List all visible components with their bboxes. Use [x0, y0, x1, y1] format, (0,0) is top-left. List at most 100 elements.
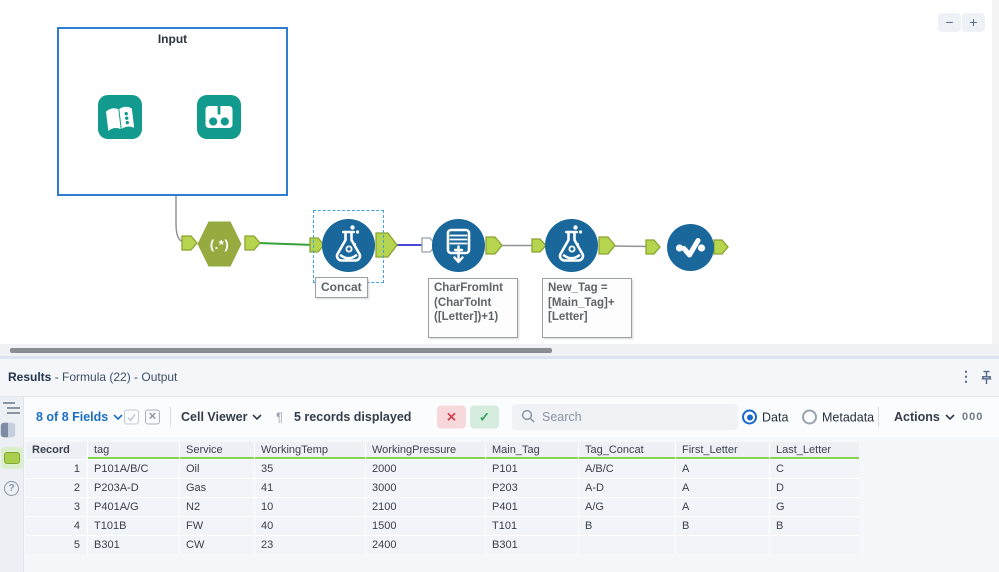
- anchor-multirow-out[interactable]: [485, 236, 503, 255]
- data-cell[interactable]: A: [676, 460, 769, 478]
- annotation-charfromint[interactable]: CharFromInt (CharToInt ([Letter])+1): [428, 278, 518, 338]
- panel-toggle-icon[interactable]: [0, 422, 16, 438]
- data-cell[interactable]: [579, 536, 675, 554]
- data-cell[interactable]: 35: [255, 460, 365, 478]
- column-header-tag_concat[interactable]: Tag_Concat: [579, 442, 675, 459]
- regex-tool[interactable]: (.*): [197, 221, 242, 267]
- help-icon[interactable]: ?: [4, 481, 19, 496]
- data-cell[interactable]: B: [676, 517, 769, 535]
- data-cell[interactable]: D: [770, 479, 859, 497]
- data-cell[interactable]: A: [676, 498, 769, 516]
- zoom-in-button[interactable]: +: [962, 13, 985, 32]
- search-box[interactable]: [512, 404, 738, 430]
- data-cell[interactable]: 1500: [366, 517, 485, 535]
- data-cell[interactable]: C: [770, 460, 859, 478]
- formula-tool-newtag[interactable]: [545, 219, 598, 277]
- record-number-cell[interactable]: 4: [26, 517, 87, 535]
- column-header-tag[interactable]: tag: [88, 442, 179, 459]
- canvas-horizontal-scrollbar[interactable]: [0, 344, 999, 356]
- data-cell[interactable]: FW: [180, 517, 254, 535]
- pilcrow-toggle[interactable]: ¶: [276, 409, 283, 425]
- data-cell[interactable]: G: [770, 498, 859, 516]
- panel-divider[interactable]: [0, 356, 999, 359]
- record-number-cell[interactable]: 1: [26, 460, 87, 478]
- overflow-indicator[interactable]: 000: [962, 411, 984, 423]
- filter-clear-button[interactable]: ✕: [437, 405, 466, 429]
- data-cell[interactable]: P401A/G: [88, 498, 179, 516]
- tool-container-input[interactable]: Input: [57, 27, 288, 196]
- select-all-checkbox-icon[interactable]: [124, 409, 139, 425]
- data-cell[interactable]: P401: [486, 498, 578, 516]
- radio-data[interactable]: Data: [742, 409, 788, 425]
- column-header-workingpressure[interactable]: WorkingPressure: [366, 442, 485, 459]
- data-cell[interactable]: CW: [180, 536, 254, 554]
- actions-dropdown[interactable]: Actions: [894, 410, 955, 424]
- cell-viewer-dropdown[interactable]: Cell Viewer: [181, 410, 263, 424]
- column-header-last_letter[interactable]: Last_Letter: [770, 442, 859, 459]
- anchor-test-in[interactable]: [645, 239, 661, 255]
- scrollbar-thumb[interactable]: [10, 348, 552, 353]
- data-cell[interactable]: 40: [255, 517, 365, 535]
- fields-dropdown[interactable]: 8 of 8 Fields: [36, 410, 123, 424]
- data-cell[interactable]: B: [770, 517, 859, 535]
- data-cell[interactable]: [676, 536, 769, 554]
- data-cell[interactable]: 2100: [366, 498, 485, 516]
- canvas-vertical-scrollbar[interactable]: [992, 0, 999, 344]
- data-cell[interactable]: [770, 536, 859, 554]
- input-data-tool[interactable]: [98, 95, 142, 144]
- data-cell[interactable]: A-D: [579, 479, 675, 497]
- annotation-concat[interactable]: Concat: [315, 277, 368, 299]
- anchor-formula2-out[interactable]: [598, 236, 616, 255]
- data-cell[interactable]: T101: [486, 517, 578, 535]
- record-number-cell[interactable]: 3: [26, 498, 87, 516]
- annotation-newtag[interactable]: New_Tag = [Main_Tag]+ [Letter]: [542, 278, 632, 338]
- anchor-regex-out[interactable]: [244, 235, 261, 251]
- test-tool[interactable]: [667, 224, 714, 276]
- wire-formula2-to-test[interactable]: [614, 245, 649, 248]
- anchor-concat-out[interactable]: [375, 232, 398, 258]
- data-cell[interactable]: 41: [255, 479, 365, 497]
- data-cell[interactable]: Oil: [180, 460, 254, 478]
- anchor-formula2-in[interactable]: [531, 238, 547, 253]
- data-cell[interactable]: 23: [255, 536, 365, 554]
- multi-row-formula-tool[interactable]: [432, 219, 485, 277]
- pin-icon[interactable]: [980, 370, 993, 385]
- data-cell[interactable]: P203A-D: [88, 479, 179, 497]
- column-header-main_tag[interactable]: Main_Tag: [486, 442, 578, 459]
- data-cell[interactable]: T101B: [88, 517, 179, 535]
- anchor-regex-in[interactable]: [181, 235, 198, 251]
- data-cell[interactable]: B301: [88, 536, 179, 554]
- column-header-first_letter[interactable]: First_Letter: [676, 442, 769, 459]
- kebab-menu-icon[interactable]: ⋮: [959, 368, 973, 384]
- record-number-cell[interactable]: 2: [26, 479, 87, 497]
- data-cell[interactable]: A/G: [579, 498, 675, 516]
- browse-tool[interactable]: [197, 95, 241, 144]
- zoom-out-button[interactable]: −: [938, 13, 961, 32]
- search-input[interactable]: [512, 404, 738, 430]
- output-anchor-selector[interactable]: [1, 447, 23, 469]
- filter-apply-button[interactable]: ✓: [470, 405, 499, 429]
- data-cell[interactable]: P101: [486, 460, 578, 478]
- data-cell[interactable]: 2400: [366, 536, 485, 554]
- data-cell[interactable]: Gas: [180, 479, 254, 497]
- anchor-test-out[interactable]: [713, 239, 729, 255]
- column-header-record[interactable]: Record: [26, 442, 87, 459]
- column-header-service[interactable]: Service: [180, 442, 254, 459]
- column-header-workingtemp[interactable]: WorkingTemp: [255, 442, 365, 459]
- data-cell[interactable]: B301: [486, 536, 578, 554]
- data-cell[interactable]: N2: [180, 498, 254, 516]
- config-list-icon[interactable]: [3, 401, 20, 415]
- data-cell[interactable]: P203: [486, 479, 578, 497]
- data-cell[interactable]: P101A/B/C: [88, 460, 179, 478]
- data-cell[interactable]: 2000: [366, 460, 485, 478]
- data-cell[interactable]: A: [676, 479, 769, 497]
- wire-regex-to-concat[interactable]: [257, 242, 315, 246]
- data-cell[interactable]: 10: [255, 498, 365, 516]
- data-cell[interactable]: B: [579, 517, 675, 535]
- radio-metadata[interactable]: Metadata: [802, 409, 874, 425]
- data-cell[interactable]: A/B/C: [579, 460, 675, 478]
- formula-tool-concat[interactable]: [322, 219, 375, 277]
- data-cell[interactable]: 3000: [366, 479, 485, 497]
- workflow-canvas[interactable]: − + Input: [0, 0, 999, 344]
- record-number-cell[interactable]: 5: [26, 536, 87, 554]
